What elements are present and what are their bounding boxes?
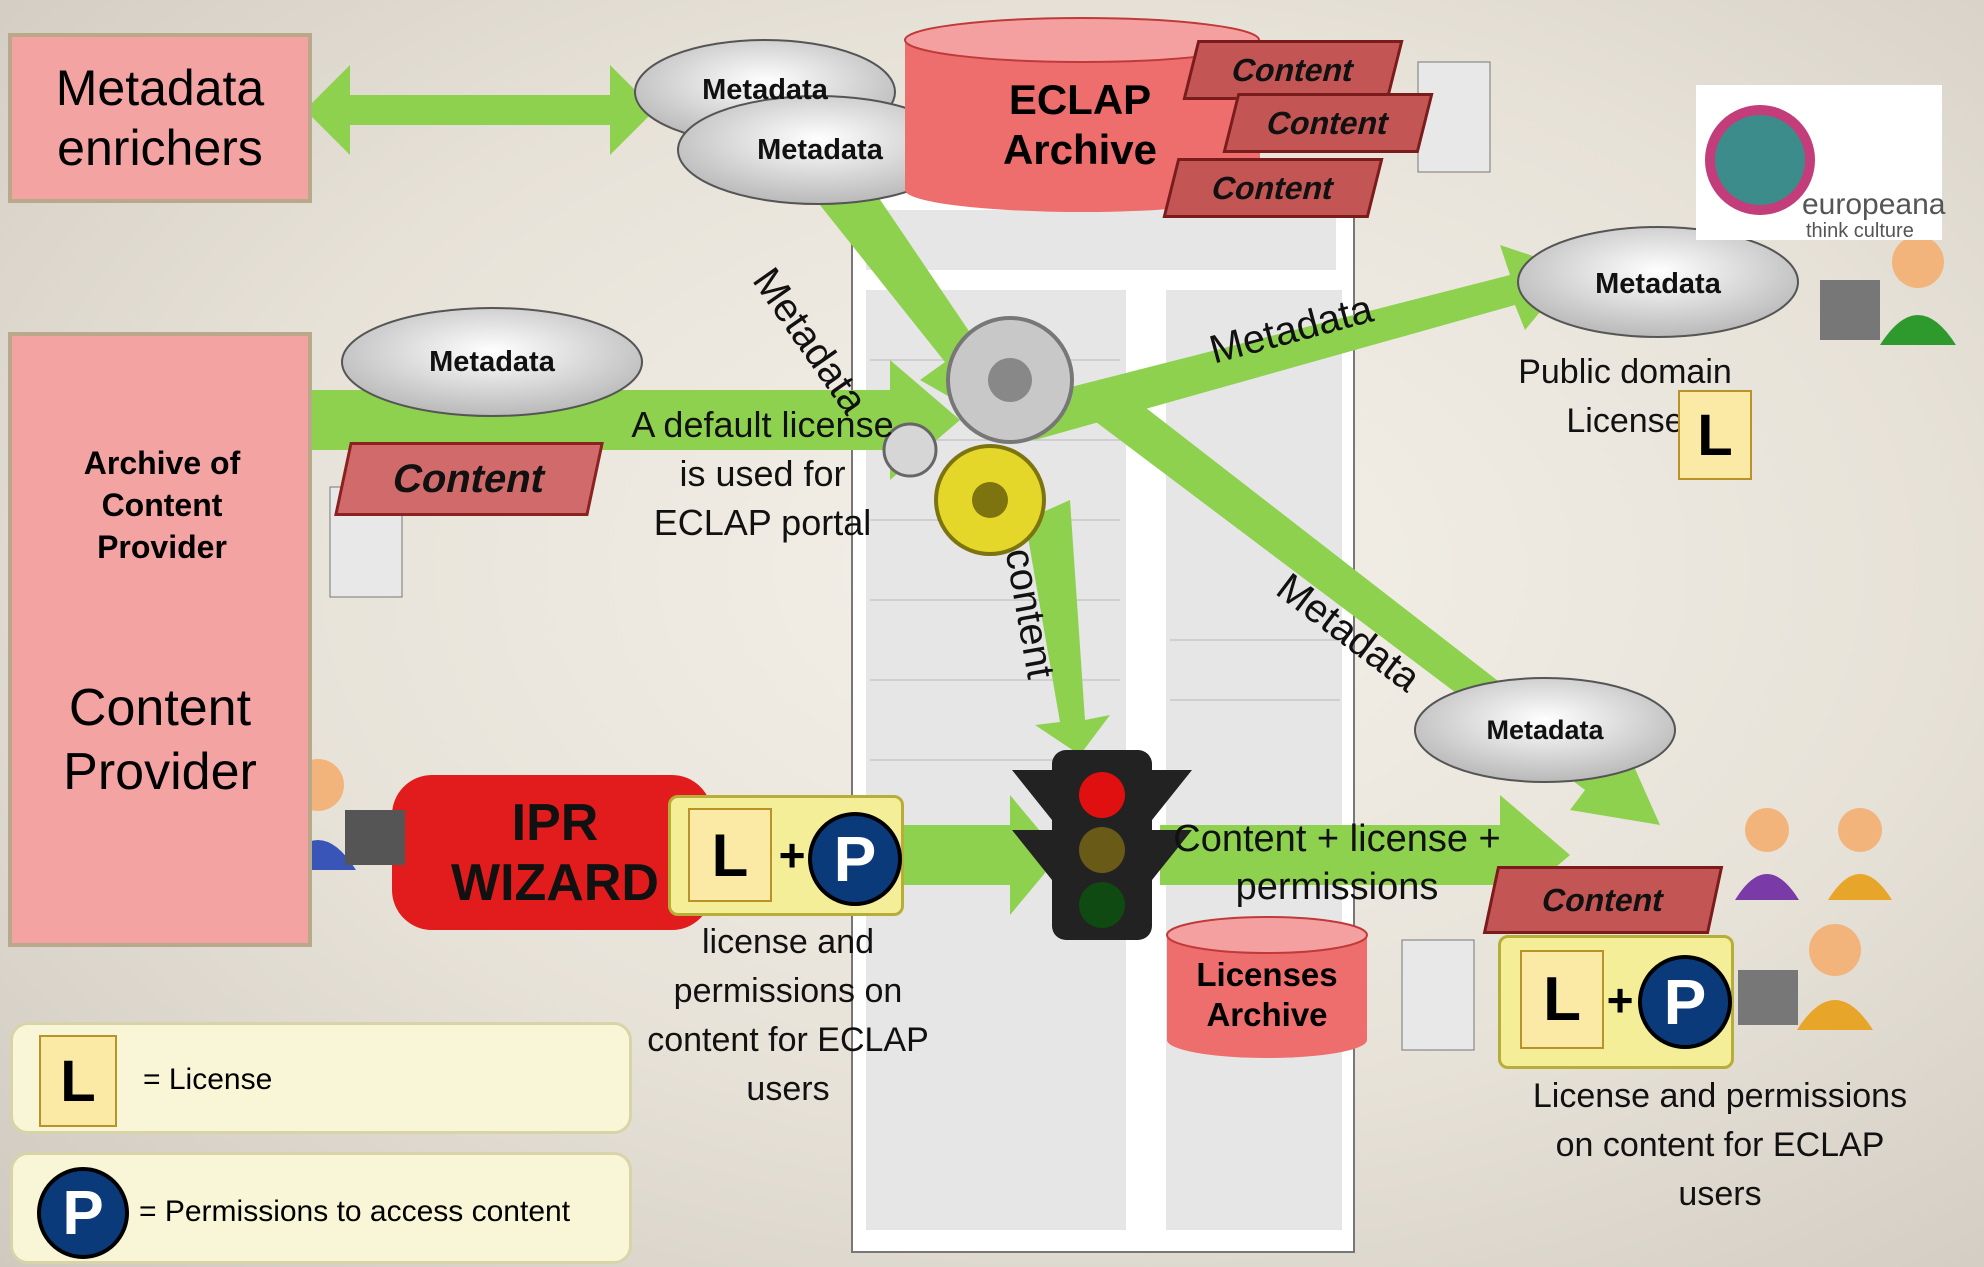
content-provider-box — [8, 332, 312, 947]
provider-archive-label: Archive of Content Provider — [83, 445, 241, 565]
users-caption: License and permissions on content for E… — [1532, 1077, 1908, 1213]
traffic-light-icon — [1012, 750, 1192, 940]
legend-permission-icon: P — [37, 1167, 129, 1259]
users-plus: + — [1606, 974, 1634, 1026]
ipr-permission-icon: P — [808, 812, 902, 906]
metadata-enrichers-box: Metadata enrichers — [8, 33, 312, 203]
content-down-arrow — [1025, 500, 1110, 755]
users-content-tag: Content — [1482, 866, 1724, 934]
gear-icon — [882, 316, 1074, 556]
metadata-enrichers-label: Metadata enrichers — [55, 60, 265, 176]
cloud-left — [341, 307, 643, 417]
public-domain-license-icon: L — [1678, 390, 1752, 480]
licenses-archive-cylinder — [1166, 916, 1368, 1058]
public-domain-label: Public domain License — [1518, 353, 1732, 440]
light-to-users-arrow — [1160, 795, 1570, 915]
eclap-archive-label: ECLAP Archive — [1002, 76, 1158, 173]
europeana-user-icon — [1820, 236, 1956, 345]
ipr-to-light-arrow — [900, 795, 1060, 915]
content-license-label: Content + license + permissions — [1173, 818, 1501, 908]
europeana-tagline: think culture — [1806, 220, 1914, 242]
archive-down-arrow — [800, 170, 1000, 420]
legend-license: L = License — [10, 1022, 632, 1134]
enrichers-double-arrow — [305, 65, 655, 155]
eclap-cloud-label-1: Metadata — [702, 73, 828, 106]
legend-license-text: = License — [143, 1063, 273, 1096]
licenses-archive-label: Licenses Archive — [1196, 956, 1338, 1033]
eclap-cloud-label-2: Metadata — [757, 133, 883, 166]
left-content-tag: Content — [334, 442, 604, 516]
legend-permissions-text: = Permissions to access content — [139, 1195, 571, 1228]
eclap-content-tag-1: Content — [1182, 40, 1404, 100]
users-group-icon — [1735, 808, 1892, 1030]
ipr-caption: license and permissions on content for E… — [647, 923, 929, 1108]
default-license-label: A default license is used for ECLAP port… — [631, 404, 894, 543]
ipr-wizard-label: IPR WIZARD — [451, 793, 659, 912]
ipr-wizard-shape — [392, 775, 712, 930]
cloud-users — [1414, 677, 1676, 783]
hub-to-europeana-arrow — [1020, 245, 1575, 440]
users-permission-icon: P — [1638, 955, 1732, 1049]
media-file-icon — [329, 61, 1491, 1051]
europeana-cloud-label: Metadata — [1595, 267, 1721, 300]
users-license-icon: L — [1520, 950, 1604, 1049]
content-provider-label: Content Provider — [63, 679, 257, 801]
ipr-license-icon: L — [688, 808, 772, 902]
eclap-content-tag-3: Content — [1162, 158, 1384, 218]
cloud-europeana — [1517, 226, 1799, 338]
cloud-left-label: Metadata — [429, 345, 555, 378]
ipr-plus: + — [778, 829, 806, 881]
legend-permissions: P = Permissions to access content — [10, 1152, 632, 1264]
eclap-content-tag-2: Content — [1222, 93, 1434, 153]
users-cloud-label: Metadata — [1486, 714, 1604, 745]
legend-license-icon: L — [39, 1035, 117, 1127]
europeana-name: europeana — [1802, 188, 1946, 221]
